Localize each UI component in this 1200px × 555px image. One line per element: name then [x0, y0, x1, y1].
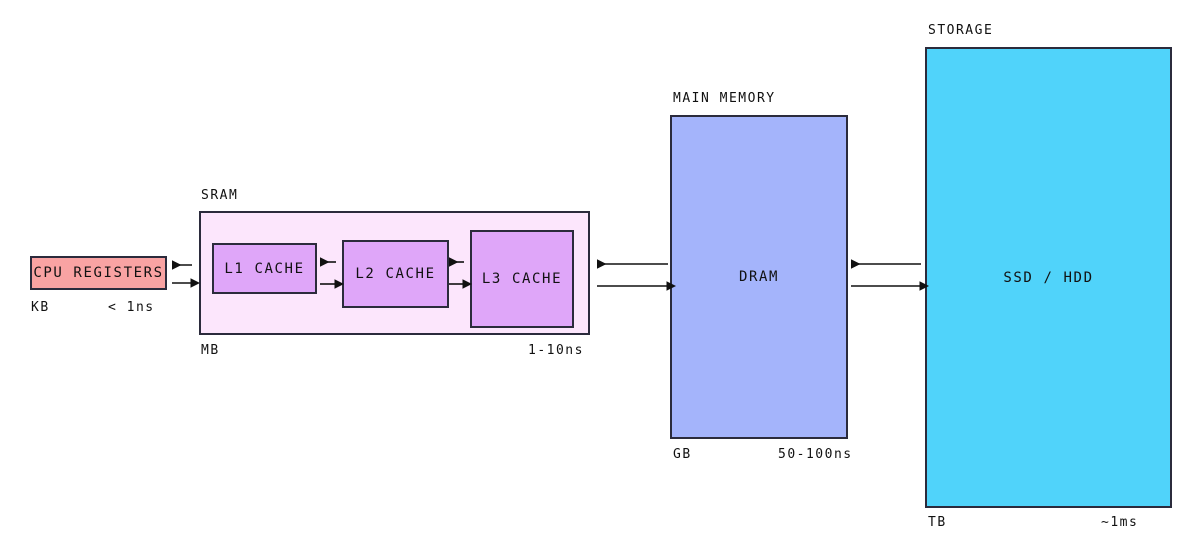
- cpu-registers-latency-label: < 1ns: [108, 300, 155, 315]
- connector-dram-to-storage: [851, 259, 929, 291]
- storage-latency-label: ~1ms: [1101, 515, 1139, 530]
- dram-label: DRAM: [738, 269, 780, 285]
- sram-title-label: SRAM: [201, 188, 239, 203]
- l1-cache-box: L1 CACHE: [212, 243, 317, 294]
- cpu-registers-box: CPU REGISTERS: [30, 256, 167, 290]
- storage-box: SSD / HDD: [925, 47, 1172, 508]
- dram-box: DRAM: [670, 115, 848, 439]
- main-memory-title-label: MAIN MEMORY: [673, 91, 776, 106]
- connector-sram-to-dram: [597, 259, 676, 291]
- sram-latency-label: 1-10ns: [528, 343, 584, 358]
- dram-size-label: GB: [673, 447, 692, 462]
- cpu-registers-size-label: KB: [31, 300, 50, 315]
- connector-registers-to-l1: [172, 260, 200, 288]
- l3-cache-label: L3 CACHE: [481, 271, 563, 287]
- storage-size-label: TB: [928, 515, 947, 530]
- cpu-registers-label: CPU REGISTERS: [33, 265, 164, 281]
- storage-label: SSD / HDD: [1003, 269, 1094, 286]
- l3-cache-box: L3 CACHE: [470, 230, 574, 328]
- storage-title-label: STORAGE: [928, 23, 994, 38]
- dram-latency-label: 50-100ns: [778, 447, 853, 462]
- l2-cache-label: L2 CACHE: [355, 266, 436, 282]
- sram-size-label: MB: [201, 343, 220, 358]
- l1-cache-label: L1 CACHE: [224, 260, 305, 277]
- l2-cache-box: L2 CACHE: [342, 240, 449, 308]
